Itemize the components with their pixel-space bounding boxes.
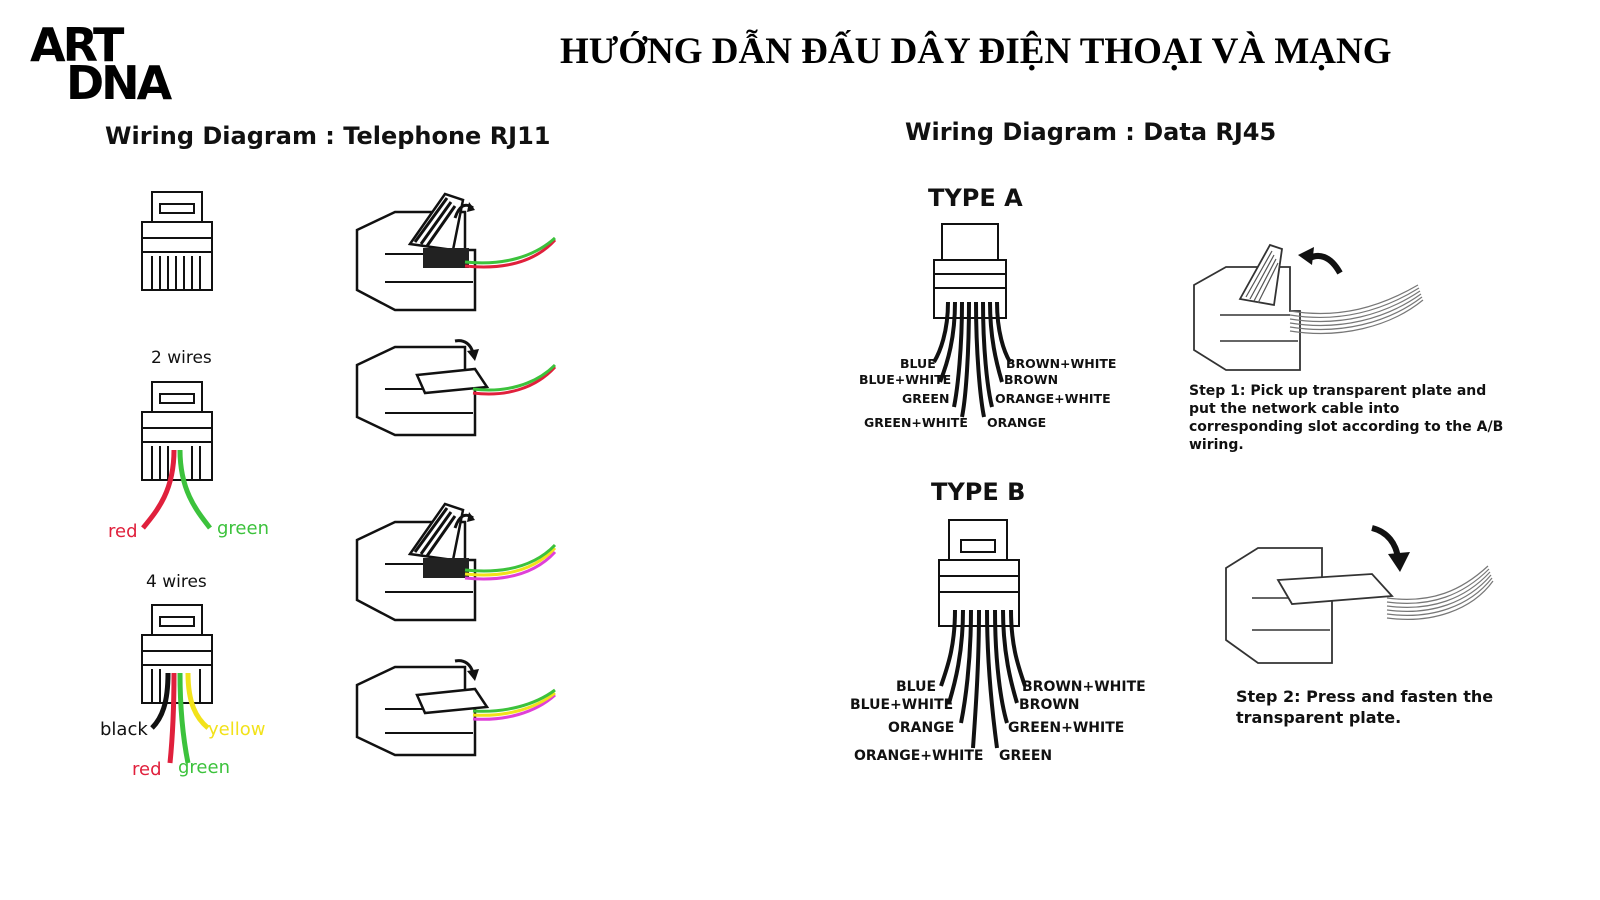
type-b-right-4: GREEN [999,748,1053,764]
keystone-jack-open-2wire [355,192,557,312]
type-a-left-4: GREEN+WHITE [864,415,968,430]
type-b-right-2: BROWN [1019,697,1080,713]
type-a-left-2: BLUE+WHITE [859,372,952,387]
page-title: HƯỚNG DẪN ĐẤU DÂY ĐIỆN THOẠI VÀ MẠNG [560,31,1392,72]
wire-label-green: green [217,518,269,539]
type-a-label: TYPE A [928,184,1023,212]
logo-line-2: DNA [66,56,172,110]
wire-label-green-4: green [178,757,230,778]
step-1-text: Step 1: Pick up transparent plate and pu… [1189,383,1504,453]
type-b-right-1: BROWN+WHITE [1022,679,1146,695]
rj11-connector-4-wires [141,604,213,764]
type-a-right-3: ORANGE+WHITE [995,391,1111,406]
rj45-heading: Wiring Diagram : Data RJ45 [905,118,1277,146]
type-a-right-1: BROWN+WHITE [1006,356,1117,371]
type-b-label: TYPE B [931,478,1026,506]
rj11-heading: Wiring Diagram : Telephone RJ11 [105,122,551,150]
type-a-right-4: ORANGE [987,415,1047,430]
step-2-text: Step 2: Press and fasten the transparent… [1236,687,1494,727]
type-b-left-2: BLUE+WHITE [850,697,954,713]
four-wires-label: 4 wires [146,572,207,592]
keystone-jack-open-4wire [355,502,557,622]
type-a-left-3: GREEN [902,391,950,406]
type-b-left-4: ORANGE+WHITE [854,748,984,764]
rj45-keystone-closed [1225,525,1494,664]
type-a-left-1: BLUE [900,356,936,371]
wire-label-yellow: yellow [208,719,266,740]
rj11-connector-plain [141,191,213,291]
wire-label-red-4: red [132,759,162,780]
type-b-left-3: ORANGE [888,720,955,736]
type-b-right-3: GREEN+WHITE [1008,720,1125,736]
rj11-connector-2-wires [141,381,213,530]
rj45-connector-type-b [938,519,1027,749]
type-b-left-1: BLUE [896,679,937,695]
rj45-keystone-open [1193,243,1424,371]
rj45-connector-type-a [932,223,1012,418]
keystone-jack-closed-4wire [355,659,557,757]
logo-line-1: ART [30,18,124,72]
two-wires-label: 2 wires [151,348,212,368]
wire-label-red: red [108,521,138,542]
wire-label-black: black [100,719,148,740]
keystone-jack-closed-2wire [355,339,557,437]
type-a-right-2: BROWN [1004,372,1059,387]
artdna-logo: ART DNA [30,18,172,110]
